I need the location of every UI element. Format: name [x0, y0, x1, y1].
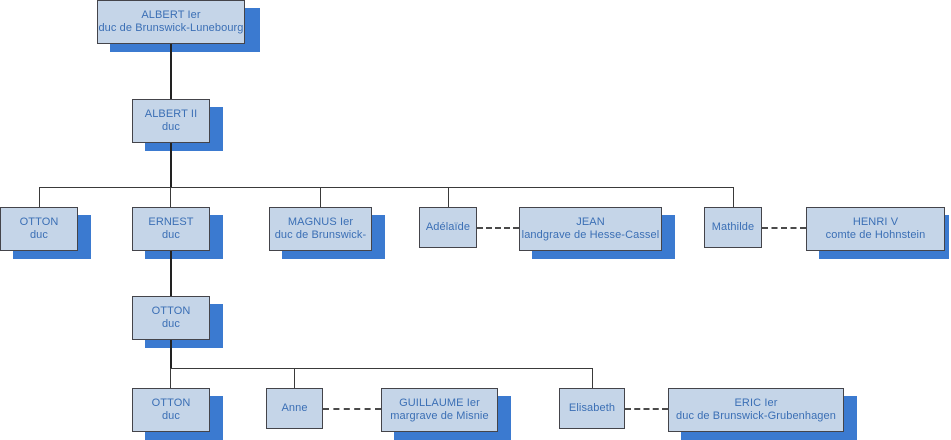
drop-to-elisabeth: [592, 368, 593, 388]
node-otton-3-line2: duc: [161, 410, 181, 422]
node-otton-1-line1: OTTON: [19, 216, 59, 228]
node-albert-ii[interactable]: ALBERT II duc: [132, 99, 210, 143]
node-albert-ii-line2: duc: [161, 121, 181, 133]
node-eric-ier-line1: ERIC Ier: [734, 397, 778, 409]
node-albert-ii-line1: ALBERT II: [144, 108, 198, 120]
node-otton-1-line2: duc: [29, 229, 49, 241]
marriage-link-mathilde-henri: [762, 227, 806, 229]
node-otton-2[interactable]: OTTON duc: [132, 296, 210, 340]
node-mathilde[interactable]: Mathilde: [704, 207, 762, 248]
node-jean-line1: JEAN: [576, 216, 605, 228]
node-guillaume-ier-line1: GUILLAUME Ier: [399, 397, 480, 409]
marriage-link-elisabeth-eric: [625, 408, 668, 410]
node-elisabeth[interactable]: Elisabeth: [559, 388, 625, 429]
node-adelaide[interactable]: Adélaïde: [419, 207, 477, 248]
connector-ernest-to-otton-2: [170, 251, 172, 296]
drop-to-otton-1: [39, 187, 40, 207]
node-mathilde-line1: Mathilde: [711, 221, 755, 233]
sibling-bus-gen3: [39, 187, 734, 188]
node-adelaide-line1: Adélaïde: [425, 221, 471, 233]
node-guillaume-ier[interactable]: GUILLAUME Ier margrave de Misnie: [381, 388, 498, 432]
node-jean[interactable]: JEAN landgrave de Hesse-Cassel: [519, 207, 662, 251]
node-ernest[interactable]: ERNEST duc: [132, 207, 210, 251]
node-albert-ier[interactable]: ALBERT Ier duc de Brunswick-Lunebourg: [97, 0, 245, 44]
node-guillaume-ier-line2: margrave de Misnie: [390, 410, 489, 422]
marriage-link-adelaide-jean: [477, 227, 519, 229]
node-eric-ier-line2: duc de Brunswick-Grubenhagen: [676, 410, 836, 422]
node-albert-ier-line1: ALBERT Ier: [141, 9, 201, 21]
connector-albert1-to-albert2: [170, 44, 172, 99]
node-otton-3[interactable]: OTTON duc: [132, 388, 210, 432]
node-otton-1[interactable]: OTTON duc: [0, 207, 78, 251]
node-jean-line2: landgrave de Hesse-Cassel: [521, 229, 660, 241]
node-albert-ier-line2: duc de Brunswick-Lunebourg: [98, 22, 244, 34]
node-anne-line1: Anne: [281, 402, 308, 414]
node-magnus-ier[interactable]: MAGNUS Ier duc de Brunswick-: [269, 207, 372, 251]
node-elisabeth-line1: Elisabeth: [568, 402, 616, 414]
drop-to-adelaide: [448, 187, 449, 207]
node-eric-ier[interactable]: ERIC Ier duc de Brunswick-Grubenhagen: [668, 388, 844, 432]
node-magnus-ier-line2: duc de Brunswick-: [274, 229, 367, 241]
node-otton-3-line1: OTTON: [151, 397, 191, 409]
drop-to-otton-3: [170, 368, 171, 388]
connector-albert2-down: [170, 143, 172, 188]
node-henri-v-line2: comte de Hohnstein: [825, 229, 926, 241]
drop-to-magnus-ier: [320, 187, 321, 207]
node-ernest-line2: duc: [161, 229, 181, 241]
node-otton-2-line1: OTTON: [151, 305, 191, 317]
node-otton-2-line2: duc: [161, 318, 181, 330]
node-henri-v[interactable]: HENRI V comte de Hohnstein: [806, 207, 945, 251]
drop-to-anne: [294, 368, 295, 388]
marriage-link-anne-guillaume: [323, 408, 381, 410]
drop-to-ernest: [170, 187, 171, 207]
node-anne[interactable]: Anne: [266, 388, 323, 429]
node-magnus-ier-line1: MAGNUS Ier: [287, 216, 354, 228]
connector-otton-2-down: [170, 340, 172, 368]
drop-to-mathilde: [733, 187, 734, 207]
sibling-bus-gen5: [170, 368, 592, 369]
node-henri-v-line1: HENRI V: [852, 216, 899, 228]
node-ernest-line1: ERNEST: [148, 216, 194, 228]
